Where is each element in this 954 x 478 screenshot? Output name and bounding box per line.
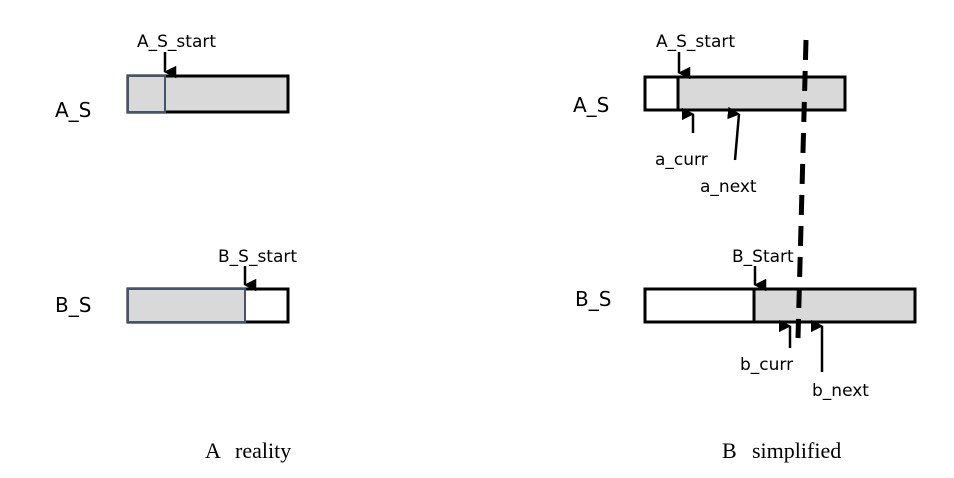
right-a-bar-filled bbox=[676, 75, 847, 112]
left-row-b-label: B_S bbox=[55, 293, 91, 317]
right-b-bar-filled bbox=[752, 287, 917, 324]
left-a-bar-segment bbox=[127, 75, 166, 113]
left-a-bar bbox=[126, 74, 290, 114]
right-b-bar bbox=[643, 287, 917, 324]
right-caption-text: simplified bbox=[752, 438, 841, 463]
right-a-curr-label: a_curr bbox=[655, 150, 708, 170]
left-caption-text: reality bbox=[235, 438, 291, 463]
left-panel: A_S A_S_start B_S B_S_start A reality bbox=[55, 32, 297, 463]
right-caption-letter: B bbox=[722, 438, 737, 463]
right-dashed-divider bbox=[795, 39, 809, 339]
left-b-start-label: B_S_start bbox=[218, 247, 297, 267]
right-row-b-label: B_S bbox=[575, 287, 611, 311]
left-caption-letter: A bbox=[205, 438, 221, 463]
right-b-start-label: B_Start bbox=[732, 247, 794, 267]
right-row-a-label: A_S bbox=[573, 93, 609, 117]
left-row-a-label: A_S bbox=[55, 98, 91, 122]
right-b-next-label: b_next bbox=[812, 381, 869, 401]
right-a-next-arrow bbox=[727, 106, 741, 161]
right-a-start-label: A_S_start bbox=[656, 32, 735, 52]
left-a-start-label: A_S_start bbox=[137, 32, 216, 52]
left-b-bar bbox=[126, 287, 290, 324]
right-a-bar bbox=[643, 75, 847, 112]
right-b-curr-label: b_curr bbox=[740, 355, 793, 375]
left-b-bar-segment bbox=[127, 288, 246, 323]
right-a-next-label: a_next bbox=[700, 177, 757, 197]
right-panel: A_S A_S_start a_curr a_next B_S B_Start … bbox=[573, 32, 917, 463]
